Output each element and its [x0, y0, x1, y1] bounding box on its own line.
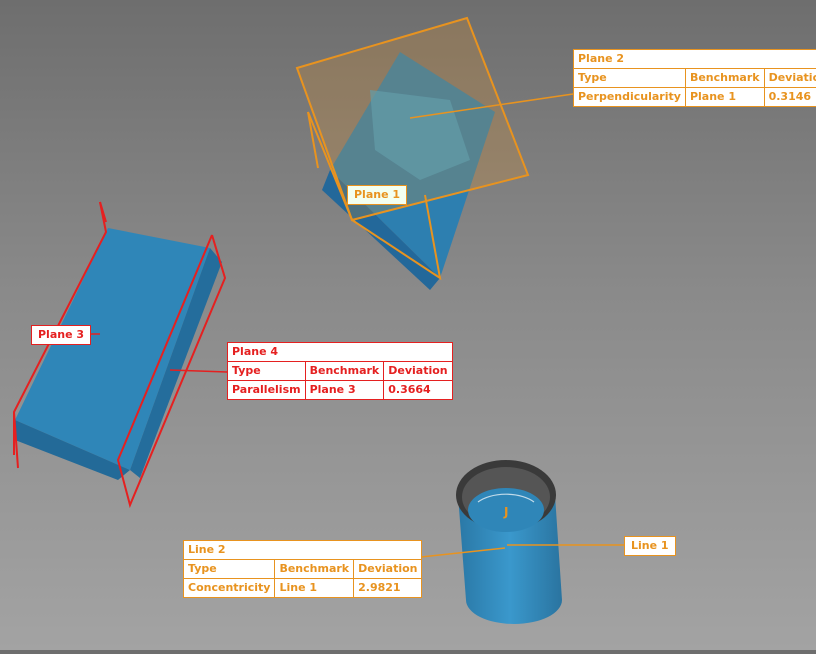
plane2-header-benchmark: Benchmark — [685, 69, 764, 88]
plane4-header-type: Type — [228, 362, 306, 381]
plane2-header-deviation: Deviation — [764, 69, 816, 88]
plane4-benchmark-value: Plane 3 — [305, 381, 384, 400]
box-part[interactable] — [15, 228, 222, 480]
plane4-header-benchmark: Benchmark — [305, 362, 384, 381]
plane3-label[interactable]: Plane 3 — [31, 325, 91, 345]
line2-deviation-value: 2.9821 — [354, 579, 422, 598]
line1-label[interactable]: Line 1 — [624, 536, 676, 556]
plane2-benchmark-value: Plane 1 — [685, 88, 764, 107]
plane4-deviation-value: 0.3664 — [384, 381, 452, 400]
svg-text:J: J — [503, 505, 508, 519]
cylinder-part[interactable]: J — [456, 460, 562, 624]
plane2-deviation-value: 0.3146 — [764, 88, 816, 107]
plane2-info-table: Plane 2 Type Benchmark Deviation Perpend… — [573, 49, 816, 107]
plane4-type-value: Parallelism — [228, 381, 306, 400]
plane4-table-title: Plane 4 — [228, 343, 453, 362]
plane1-label[interactable]: Plane 1 — [347, 185, 407, 205]
line2-header-type: Type — [184, 560, 275, 579]
line2-header-benchmark: Benchmark — [275, 560, 354, 579]
plane2-header-type: Type — [574, 69, 686, 88]
line2-header-deviation: Deviation — [354, 560, 422, 579]
line2-benchmark-value: Line 1 — [275, 579, 354, 598]
line2-type-value: Concentricity — [184, 579, 275, 598]
plane4-header-deviation: Deviation — [384, 362, 452, 381]
line2-info-table: Line 2 Type Benchmark Deviation Concentr… — [183, 540, 422, 598]
line2-table-title: Line 2 — [184, 541, 422, 560]
plane4-info-table: Plane 4 Type Benchmark Deviation Paralle… — [227, 342, 453, 400]
plane2-type-value: Perpendicularity — [574, 88, 686, 107]
plane2-table-title: Plane 2 — [574, 50, 816, 69]
